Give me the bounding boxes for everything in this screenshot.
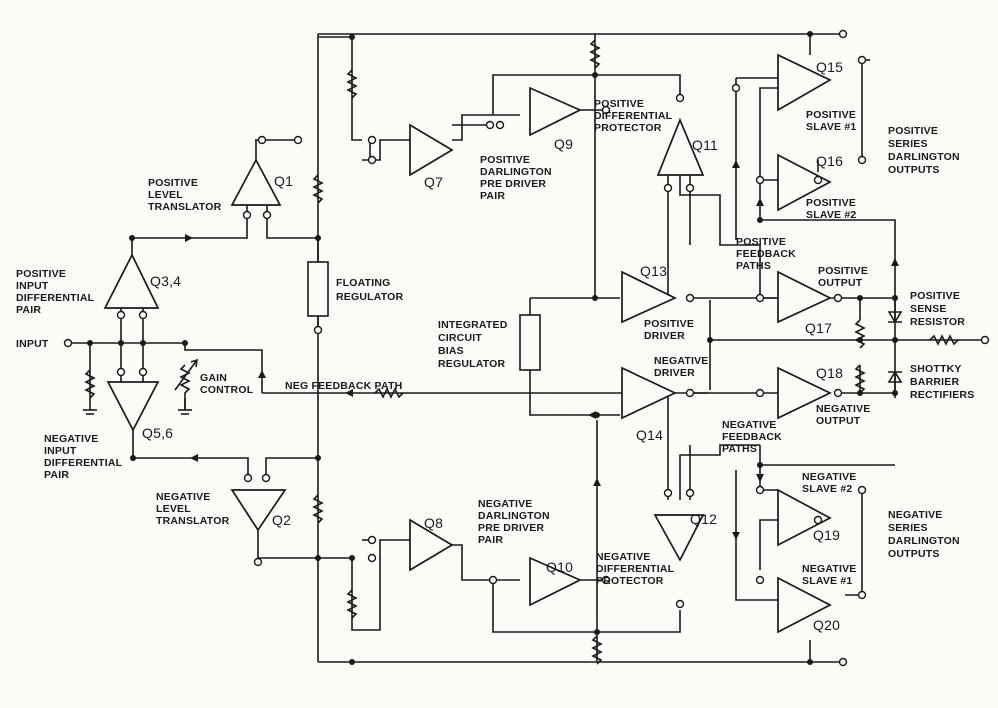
q8-amplifier — [409, 518, 454, 572]
input-terminal — [63, 338, 73, 348]
q15-amplifier — [777, 53, 832, 112]
q1-amplifier — [230, 158, 282, 206]
ref-q10: Q10 — [546, 559, 573, 575]
top-rail-terminal — [838, 29, 848, 39]
diode-positive — [887, 311, 903, 324]
q14-amplifier — [621, 366, 677, 420]
ref-q15: Q15 — [816, 59, 843, 75]
resistor-top-center — [589, 39, 601, 69]
flow-arrows — [185, 160, 899, 540]
ref-q17: Q17 — [805, 320, 832, 336]
label-negative-differential-protector: NEGATIVE DIFFERENTIAL PROTECTOR — [596, 551, 677, 587]
ref-q8: Q8 — [424, 515, 443, 531]
bottom-rail-terminal — [838, 657, 848, 667]
label-positive-input-differential-pair: POSITIVE INPUT DIFFERENTIAL PAIR — [16, 268, 97, 316]
resistor-feedback — [374, 387, 404, 399]
ref-q5-6: Q5,6 — [142, 425, 173, 441]
resistors — [84, 39, 959, 665]
bias-regulator-box — [519, 314, 541, 371]
label-positive-slave-2: POSITIVE SLAVE #2 — [806, 197, 859, 221]
schottky-diodes — [887, 311, 903, 383]
q3-4-amplifier — [103, 253, 160, 309]
ref-q1: Q1 — [274, 173, 293, 189]
label-negative-driver: NEGATIVE DRIVER — [654, 355, 712, 379]
ref-q13: Q13 — [640, 263, 667, 279]
label-negative-feedback-paths: NEGATIVE FEEDBACK PATHS — [722, 419, 785, 455]
amplifiers — [103, 53, 832, 634]
q17-amplifier — [777, 270, 832, 324]
label-positive-series-darlington-outputs: POSITIVE SERIES DARLINGTON OUTPUTS — [888, 125, 963, 176]
ref-q9: Q9 — [554, 136, 573, 152]
q19-amplifier — [777, 488, 832, 547]
resistor-left-top — [346, 69, 358, 99]
reference-designators: Q1 Q3,4 Q5,6 Q2 Q7 Q9 Q8 Q10 Q11 Q12 Q13… — [142, 59, 843, 633]
q2-amplifier — [230, 489, 287, 532]
label-positive-driver: POSITIVE DRIVER — [644, 318, 697, 342]
label-schottky-barrier-rectifiers: SHOTTKY BARRIER RECTIFIERS — [910, 363, 974, 401]
label-integrated-circuit-bias-regulator: INTEGRATED CIRCUIT BIAS REGULATOR — [438, 319, 511, 370]
q18-amplifier — [777, 366, 832, 420]
gain-control-pot — [179, 364, 191, 410]
gain-control-arrow — [174, 358, 198, 391]
resistor-rail-lower — [312, 494, 324, 524]
diode-negative — [887, 370, 903, 383]
label-negative-slave-1: NEGATIVE SLAVE #1 — [802, 563, 860, 587]
q16-amplifier — [777, 153, 832, 212]
output-terminal — [980, 335, 990, 345]
junction-dots — [87, 31, 898, 665]
label-positive-sense-resistor: POSITIVE SENSE RESISTOR — [910, 290, 965, 328]
label-negative-output: NEGATIVE OUTPUT — [816, 403, 874, 427]
ref-q2: Q2 — [272, 512, 291, 528]
resistor-input — [84, 369, 96, 399]
q10-amplifier — [529, 556, 582, 607]
q9-amplifier — [529, 86, 582, 137]
resistor-rail-upper — [312, 174, 324, 204]
q7-amplifier — [409, 123, 454, 177]
label-positive-differential-protector: POSITIVE DIFFERENTIAL PROTECTOR — [594, 98, 675, 134]
label-neg-feedback-path: NEG FEEDBACK PATH — [285, 380, 402, 392]
label-negative-slave-2: NEGATIVE SLAVE #2 — [802, 471, 860, 495]
ref-q20: Q20 — [813, 617, 840, 633]
q12-amplifier — [653, 514, 705, 562]
resistor-bottom-center — [591, 635, 603, 665]
ref-q12: Q12 — [690, 511, 717, 527]
label-positive-darlington-pre-driver-pair: POSITIVE DARLINGTON PRE DRIVER PAIR — [480, 154, 555, 202]
label-negative-series-darlington-outputs: NEGATIVE SERIES DARLINGTON OUTPUTS — [888, 509, 963, 560]
ref-q19: Q19 — [813, 527, 840, 543]
ref-q18: Q18 — [816, 365, 843, 381]
label-positive-feedback-paths: POSITIVE FEEDBACK PATHS — [736, 236, 799, 272]
q5-6-amplifier — [106, 381, 160, 432]
labels: POSITIVE LEVEL TRANSLATOR POSITIVE INPUT… — [16, 98, 974, 587]
label-input: INPUT — [16, 338, 49, 350]
label-positive-output: POSITIVE OUTPUT — [818, 265, 871, 289]
label-positive-level-translator: POSITIVE LEVEL TRANSLATOR — [148, 177, 222, 213]
ref-q16: Q16 — [816, 153, 843, 169]
label-negative-level-translator: NEGATIVE LEVEL TRANSLATOR — [156, 491, 230, 527]
q11-amplifier — [656, 117, 705, 176]
ref-q7: Q7 — [424, 174, 443, 190]
floating-regulator-box — [307, 261, 329, 317]
resistor-sense-right — [929, 334, 959, 346]
label-gain-control: GAIN CONTROL — [200, 372, 254, 396]
resistor-neg-sense — [854, 364, 866, 394]
terminals — [63, 29, 990, 667]
ref-q3-4: Q3,4 — [150, 273, 181, 289]
ref-q14: Q14 — [636, 427, 663, 443]
q20-amplifier — [777, 576, 832, 634]
resistor-left-bottom — [346, 589, 358, 619]
ref-q11: Q11 — [692, 137, 718, 153]
label-negative-darlington-pre-driver-pair: NEGATIVE DARLINGTON PRE DRIVER PAIR — [478, 498, 553, 546]
label-positive-slave-1: POSITIVE SLAVE #1 — [806, 109, 859, 133]
label-negative-input-differential-pair: NEGATIVE INPUT DIFFERENTIAL PAIR — [44, 433, 125, 481]
q13-amplifier — [621, 270, 677, 324]
label-floating-regulator: FLOATING REGULATOR — [336, 277, 404, 303]
resistor-pos-sense — [854, 319, 866, 349]
